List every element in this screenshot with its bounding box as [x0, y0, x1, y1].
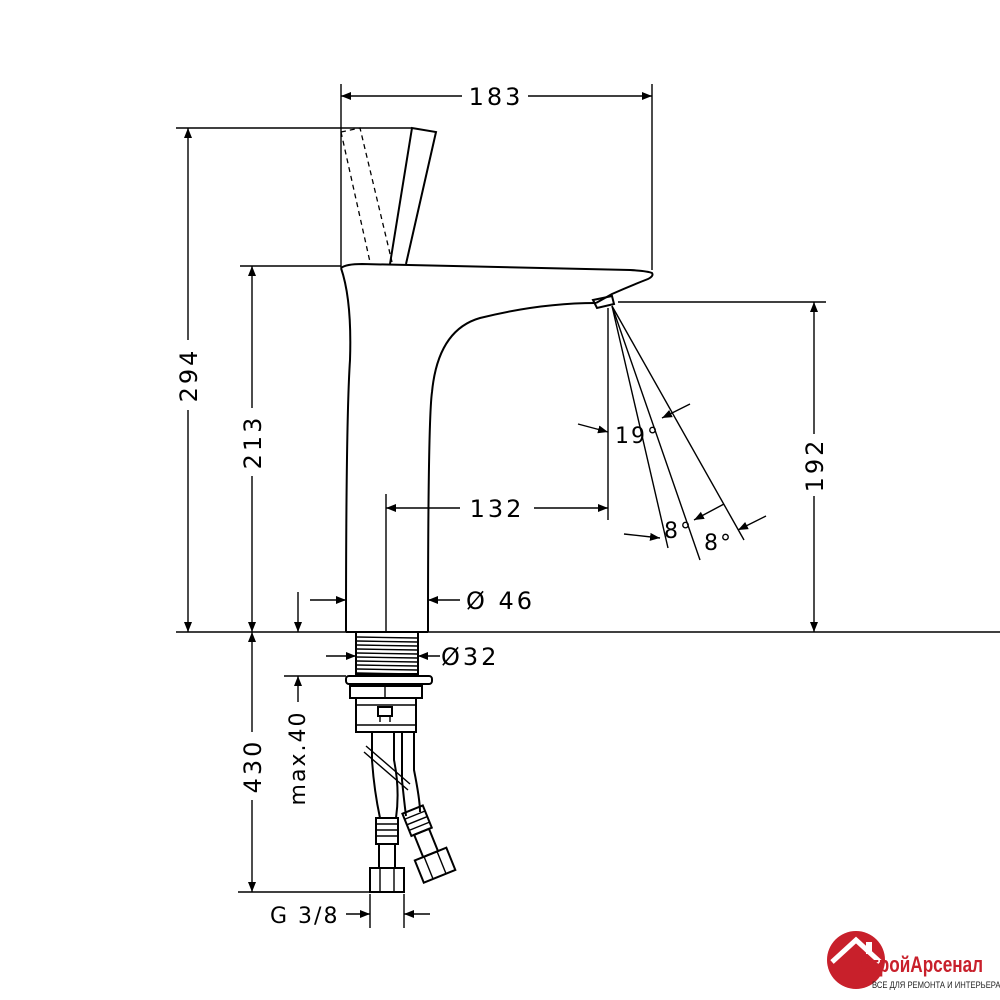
threaded-shank — [355, 631, 419, 675]
thread-line — [356, 644, 418, 647]
label-body-diameter: Ø 46 — [466, 587, 535, 615]
label-overall-width: 183 — [469, 83, 524, 111]
brand-logo: СтройАрсенал ВСЕ ДЛЯ РЕМОНТА И ИНТЕРЬЕРА — [820, 920, 1000, 998]
dim-overall-width: 183 — [340, 83, 653, 270]
label-shank-diameter: Ø32 — [441, 643, 499, 671]
dim-connection-thread: G 3/8 — [270, 894, 430, 929]
label-spout-reach: 132 — [470, 495, 525, 523]
label-tilt-angle-1: 8° — [664, 519, 693, 544]
label-connection-thread: G 3/8 — [270, 904, 339, 929]
brand-name: СтройАрсенал — [858, 952, 984, 977]
label-overall-height: 294 — [175, 348, 203, 403]
dim-spout-reach: 132 — [386, 308, 609, 523]
label-outlet-height: 192 — [801, 438, 829, 493]
dim-overall-height: 294 — [175, 127, 412, 632]
faucet-body — [340, 262, 654, 633]
dim-spout-height: 213 — [239, 265, 341, 632]
thread-line — [356, 672, 418, 675]
thread-line — [356, 668, 418, 671]
brand-tagline: ВСЕ ДЛЯ РЕМОНТА И ИНТЕРЬЕРА — [872, 980, 1000, 990]
thread-line — [356, 648, 418, 651]
mounting-nut — [345, 675, 433, 733]
thread-line — [356, 636, 418, 639]
label-spray-angle: 19° — [615, 424, 660, 449]
dim-hose-length: 430 — [238, 632, 370, 893]
label-hose-length: 430 — [239, 739, 267, 794]
label-mounting-thickness: max.40 — [286, 711, 311, 806]
dim-mounting-thickness: max.40 — [284, 675, 346, 806]
lever-handle — [340, 126, 438, 265]
thread-line — [356, 660, 418, 663]
label-tilt-angle-2: 8° — [704, 531, 733, 556]
spray-angle-lines: 19° 8° 8° — [577, 305, 767, 561]
thread-line — [356, 652, 418, 655]
thread-line — [356, 640, 418, 643]
thread-line — [356, 656, 418, 659]
thread-line — [356, 664, 418, 667]
house-emblem-icon — [827, 931, 885, 989]
label-spout-height: 213 — [239, 415, 267, 470]
supply-hoses — [363, 733, 457, 893]
dim-outlet-height: 192 — [618, 301, 829, 632]
dim-body-diameter: Ø 46 — [294, 587, 535, 632]
dim-shank-diameter: Ø32 — [326, 643, 499, 671]
